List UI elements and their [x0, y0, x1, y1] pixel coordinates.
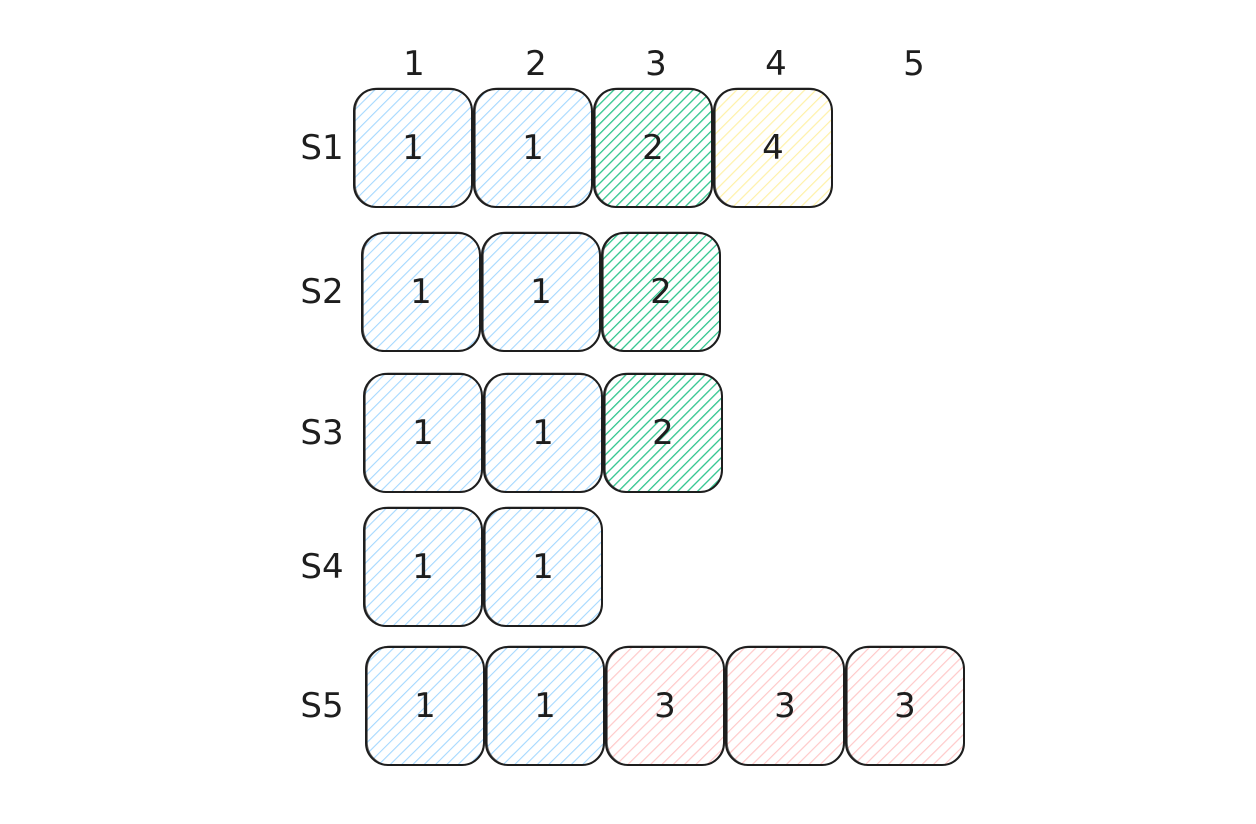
column-header-5: 5 [903, 44, 925, 84]
cell-value: 1 [522, 128, 544, 168]
cell-box-sketch [354, 87, 473, 208]
cell-s3-2: 1 [483, 372, 603, 493]
cell-s5-3: 3 [605, 645, 725, 766]
cell-box-sketch [602, 231, 721, 352]
cell-value: 1 [530, 272, 552, 312]
cell-s1-3: 2 [593, 87, 713, 208]
cell-value: 1 [412, 413, 434, 453]
cell-value: 1 [414, 686, 436, 726]
cell-s4-1: 1 [363, 506, 483, 627]
row-label-s3: S3 [300, 413, 343, 453]
column-header-2: 2 [525, 44, 547, 84]
cell-s3-1: 1 [363, 372, 483, 493]
cell-value: 1 [402, 128, 424, 168]
cell-value: 3 [774, 686, 796, 726]
cell-value: 3 [654, 686, 676, 726]
cell-value: 1 [532, 413, 554, 453]
cell-box-sketch [474, 87, 593, 208]
cell-s1-2: 1 [473, 87, 593, 208]
cell-box-sketch [604, 372, 723, 493]
cell-box-sketch [364, 372, 483, 493]
cell-box-sketch [366, 645, 485, 766]
cell-s2-2: 1 [481, 231, 601, 352]
cell-s1-4: 4 [713, 87, 833, 208]
block-cells: 1 1 2 4 1 1 2 1 1 2 1 1 1 1 3 3 3 [353, 87, 965, 766]
cell-value: 1 [532, 547, 554, 587]
cell-value: 3 [894, 686, 916, 726]
cell-value: 2 [650, 272, 672, 312]
cell-box-sketch [606, 645, 725, 766]
cell-box-sketch [846, 645, 965, 766]
cell-s5-2: 1 [485, 645, 605, 766]
cell-s3-3: 2 [603, 372, 723, 493]
cell-s1-1: 1 [353, 87, 473, 208]
cell-s5-1: 1 [365, 645, 485, 766]
cell-box-sketch [486, 645, 605, 766]
cell-box-sketch [482, 231, 601, 352]
cell-value: 2 [642, 128, 664, 168]
cell-s2-3: 2 [601, 231, 721, 352]
cell-box-sketch [362, 231, 481, 352]
cell-s5-5: 3 [845, 645, 965, 766]
cell-value: 1 [534, 686, 556, 726]
cell-s5-4: 3 [725, 645, 845, 766]
cell-value: 1 [410, 272, 432, 312]
cell-s4-2: 1 [483, 506, 603, 627]
cell-s2-1: 1 [361, 231, 481, 352]
row-label-s1: S1 [300, 128, 343, 168]
row-label-s5: S5 [300, 686, 343, 726]
cell-box-sketch [726, 645, 845, 766]
row-label-s4: S4 [300, 547, 343, 587]
cell-box-sketch [484, 372, 603, 493]
cell-box-sketch [594, 87, 713, 208]
cell-value: 2 [652, 413, 674, 453]
column-header-3: 3 [645, 44, 667, 84]
cell-box-sketch [714, 87, 833, 208]
column-headers: 1 2 3 4 5 [403, 44, 925, 84]
row-label-s2: S2 [300, 272, 343, 312]
cell-value: 1 [412, 547, 434, 587]
column-header-4: 4 [765, 44, 787, 84]
column-header-1: 1 [403, 44, 425, 84]
cell-box-sketch [484, 506, 603, 627]
cell-value: 4 [762, 128, 784, 168]
cell-box-sketch [364, 506, 483, 627]
